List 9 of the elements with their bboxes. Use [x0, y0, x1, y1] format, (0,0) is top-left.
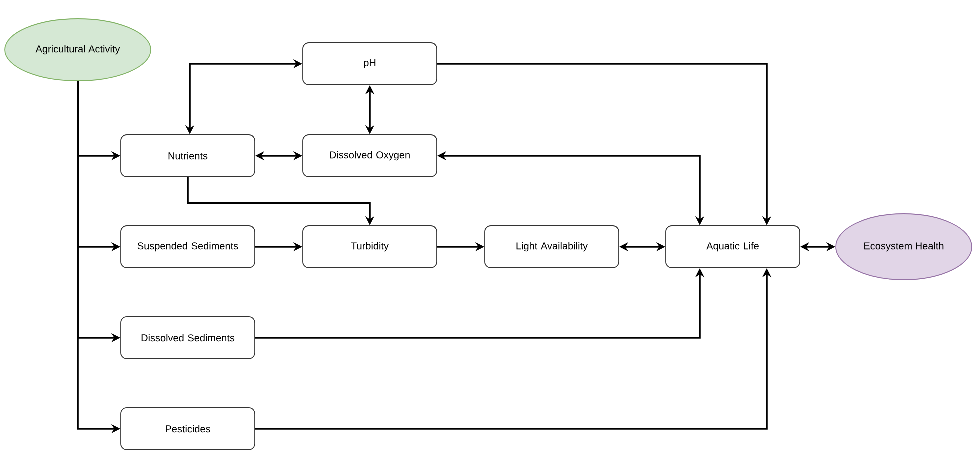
process-box: Pesticides	[120, 408, 256, 450]
process-box: Nutrients	[120, 134, 256, 178]
process-box: Light Availability	[484, 226, 620, 268]
process-box: pH	[302, 42, 438, 86]
process-box: Dissolved Sediments	[120, 316, 256, 360]
process-box: Aquatic Life	[666, 226, 800, 268]
process-box: Dissolved Oxygen	[302, 134, 438, 178]
process-box: Suspended Sediments	[120, 226, 256, 268]
process-box: Turbidity	[302, 226, 438, 268]
